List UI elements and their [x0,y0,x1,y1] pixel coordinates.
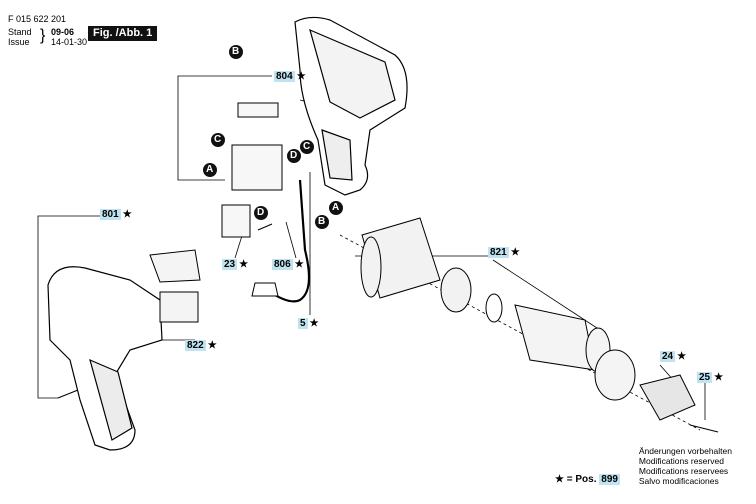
chuck [639,374,696,421]
callout-24-number: 24 [660,351,676,362]
torque-ring [594,349,636,401]
trigger-switch [149,249,201,323]
stand-label: Stand [8,27,32,37]
screws [57,223,719,433]
callout-821-star: ★ [510,247,520,258]
callout-23: 23★ [222,259,248,271]
callout-821-number: 821 [488,247,509,258]
power-cable [269,179,311,303]
callout-25-star: ★ [714,372,724,383]
marker-d-right: D [290,150,298,161]
housing-shell-rear [294,16,408,196]
callout-5-star: ★ [309,318,319,329]
note-fr: Modifications reservees [638,466,729,476]
note-es: Salvo modificaciones [638,476,719,486]
callout-25-number: 25 [697,372,713,383]
callout-804-star: ★ [296,71,306,82]
callout-801: 801★ [100,209,132,221]
note-de: Änderungen vorbehalten [638,446,732,456]
modification-notes: Änderungen vorbehalten Modifications res… [639,446,732,486]
marker-c-right: C [303,141,311,152]
callout-24: 24★ [660,351,686,363]
mains-plug [251,282,279,297]
callout-806: 806★ [272,259,304,271]
marker-c-left: C [214,134,222,145]
switch-module [221,102,283,238]
callout-5: 5★ [298,318,319,330]
callout-821: 821★ [488,247,520,259]
stand-date: 09-06 [51,27,75,37]
marker-a-right: A [332,202,340,213]
callout-25: 25★ [697,372,723,384]
motor-plate [440,267,503,323]
issue-label: Issue [8,37,30,47]
bracket-801 [37,215,110,399]
callout-801-number: 801 [100,209,121,220]
marker-a-left: A [206,164,214,175]
legend-pos: 899 [599,474,620,485]
callout-5-number: 5 [298,318,308,329]
star-legend: ★ = Pos. 899 [555,474,620,485]
marker-b-right: B [318,216,326,227]
bracket-804 [177,75,272,181]
callout-804: 804★ [274,71,306,83]
figure-label: Fig. /Abb. 1 [88,26,158,41]
callout-806-number: 806 [272,259,293,270]
marker-circles [203,45,343,229]
callout-23-star: ★ [239,259,249,270]
callout-24-star: ★ [677,351,687,362]
callout-822: 822★ [185,340,217,352]
marker-b-top: B [232,46,240,57]
bracket-glyph: } [40,27,46,44]
gearbox [514,304,611,373]
callout-801-star: ★ [122,209,132,220]
callout-23-number: 23 [222,259,238,270]
marker-d-left: D [257,207,265,218]
callout-822-number: 822 [185,340,206,351]
housing-shell-front [47,266,163,451]
callout-822-star: ★ [207,340,217,351]
note-en: Modifications reserved [638,456,724,466]
callout-806-star: ★ [294,259,304,270]
motor [360,217,441,299]
callout-804-number: 804 [274,71,295,82]
issue-date: 14-01-30 [51,37,88,47]
part-number: F 015 622 201 [8,14,67,24]
legend-text: ★ = Pos. [555,474,597,485]
